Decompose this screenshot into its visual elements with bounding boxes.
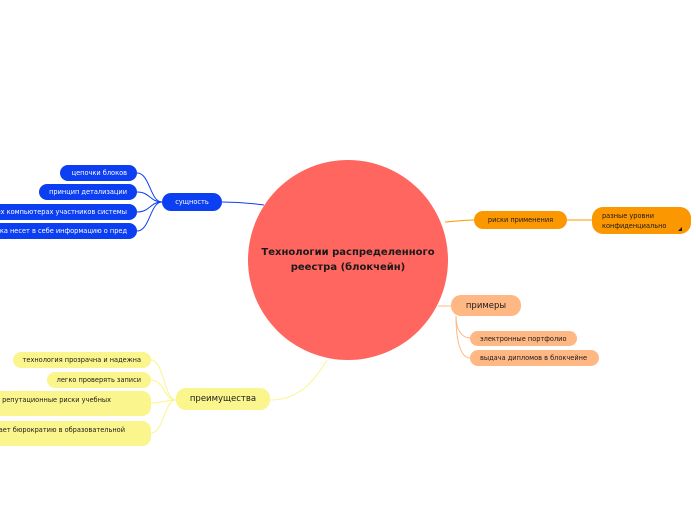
subtopic-label: технология прозрачна и надежна — [22, 356, 141, 364]
subtopic-label: ает бюрократию в образовательной — [0, 426, 125, 434]
subtopic-label: разные уровни конфиденциально — [602, 211, 667, 230]
central-topic-label: Технологии распределенного реестра (блок… — [261, 247, 435, 273]
connector-center-risks — [444, 219, 475, 223]
connector-advantages-child-2 — [150, 379, 177, 401]
subtopic-examples-1[interactable]: электронные портфолио — [470, 331, 577, 346]
subtopic-label: репутационные риски учебных — [2, 396, 111, 404]
connector-center-advantages — [269, 359, 328, 401]
topic-advantages[interactable]: преимущества — [176, 388, 270, 410]
subtopic-essence-3[interactable]: ех компьютерах участников системы — [0, 204, 137, 220]
topic-examples-label: примеры — [465, 300, 507, 311]
note-icon — [678, 227, 682, 231]
connector-advantages-child-1 — [150, 359, 177, 401]
topic-essence[interactable]: сущность — [162, 193, 222, 211]
subtopic-advantages-4[interactable]: ает бюрократию в образовательной — [0, 421, 151, 446]
connector-essence-child-2 — [136, 191, 163, 203]
subtopic-essence-2[interactable]: принцип детализации — [39, 184, 137, 200]
subtopic-label: принцип детализации — [49, 188, 127, 196]
connector-center-essence — [221, 201, 265, 206]
subtopic-examples-2[interactable]: выдача дипломов в блокчейне — [470, 350, 599, 366]
topic-essence-label: сущность — [175, 198, 209, 206]
connector-examples-child-2 — [455, 315, 471, 359]
subtopic-advantages-1[interactable]: технология прозрачна и надежна — [13, 352, 151, 368]
subtopic-advantages-2[interactable]: легко проверять записи — [47, 372, 151, 388]
topic-risks-label: риски применения — [487, 216, 554, 224]
subtopic-essence-4[interactable]: йка несет в себе информацию о пред — [0, 223, 137, 239]
subtopic-advantages-3[interactable]: репутационные риски учебных — [0, 391, 151, 416]
subtopic-essence-1[interactable]: цепочки блоков — [60, 165, 137, 181]
subtopic-label: электронные портфолио — [480, 334, 567, 343]
connector-examples-child-1 — [455, 315, 471, 339]
connector-advantages-child-4 — [150, 399, 177, 434]
subtopic-risks-1[interactable]: разные уровни конфиденциально — [592, 207, 691, 234]
central-topic[interactable]: Технологии распределенного реестра (блок… — [248, 160, 448, 360]
connector-essence-child-4 — [136, 201, 163, 232]
subtopic-label: цепочки блоков — [71, 169, 127, 177]
subtopic-label: легко проверять записи — [56, 376, 141, 384]
topic-examples[interactable]: примеры — [451, 295, 521, 316]
topic-advantages-label: преимущества — [189, 394, 257, 404]
subtopic-label: выдача дипломов в блокчейне — [480, 354, 588, 362]
subtopic-label: йка несет в себе информацию о пред — [0, 227, 127, 235]
subtopic-label: ех компьютерах участников системы — [0, 208, 127, 216]
topic-risks[interactable]: риски применения — [474, 211, 567, 229]
connector-essence-child-1 — [136, 172, 163, 203]
